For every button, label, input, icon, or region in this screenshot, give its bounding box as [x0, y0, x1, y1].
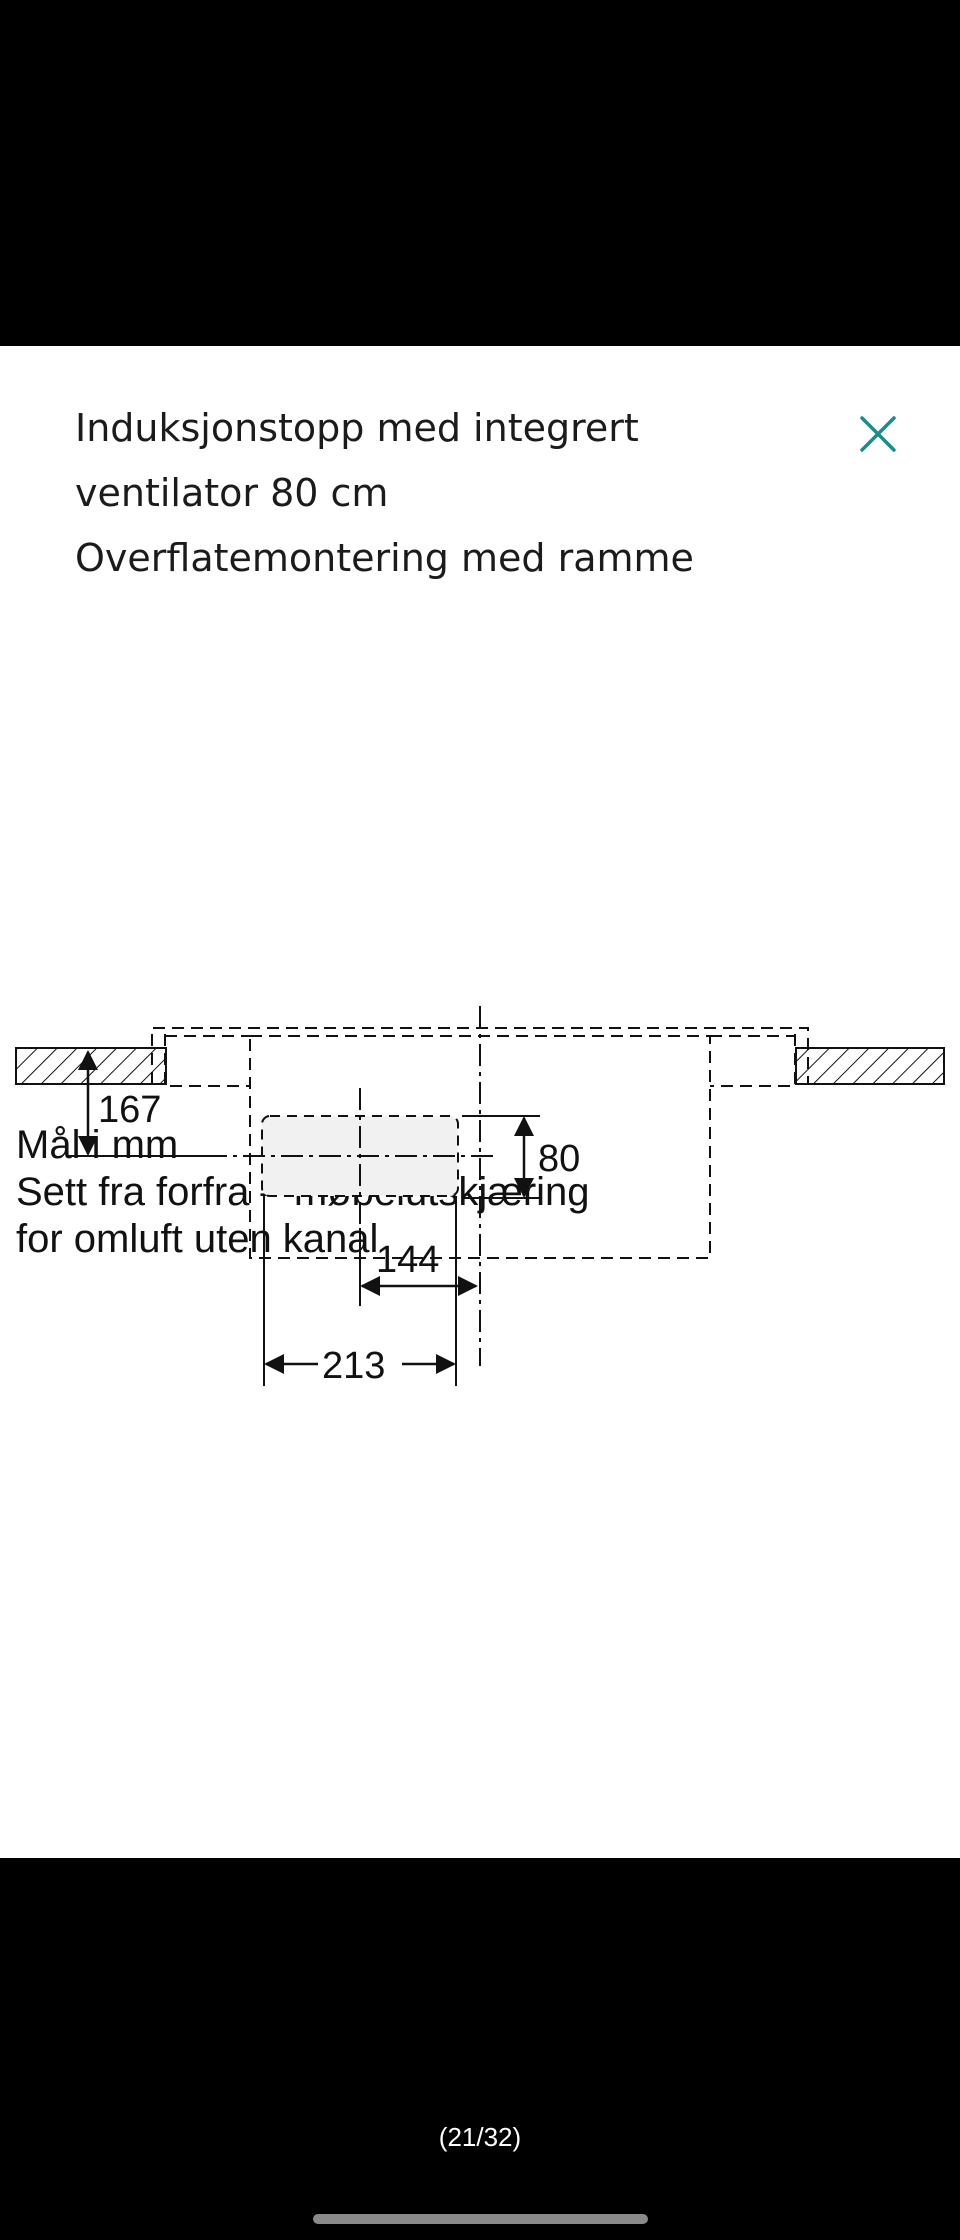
close-button[interactable] — [856, 412, 900, 456]
top-black-bar — [0, 0, 960, 346]
close-icon — [860, 416, 896, 452]
page-title: Induksjonstopp med integrert ventilator … — [75, 396, 815, 591]
cutout-drawing: 167 80 144 213 — [15, 1006, 945, 1387]
countertop-left — [15, 1047, 167, 1085]
detail-sheet: Induksjonstopp med integrert ventilator … — [0, 346, 960, 1858]
center-lines — [205, 1006, 495, 1366]
dimension-167: 167 — [98, 1089, 161, 1131]
dimension-144: 144 — [376, 1239, 439, 1281]
title-line-2: ventilator 80 cm — [75, 471, 389, 515]
caption-line-3: for omluft uten kanal — [16, 1217, 378, 1261]
bottom-black-bar: (21/32) — [0, 1858, 960, 2240]
title-line-3: Overflatemontering med ramme — [75, 536, 694, 580]
page-counter: (21/32) — [438, 2122, 522, 2152]
dimension-213: 213 — [322, 1345, 385, 1387]
countertop-right — [795, 1047, 945, 1085]
dimension-80: 80 — [538, 1138, 580, 1180]
home-indicator[interactable] — [313, 2214, 648, 2224]
title-line-1: Induksjonstopp med integrert — [75, 406, 639, 450]
